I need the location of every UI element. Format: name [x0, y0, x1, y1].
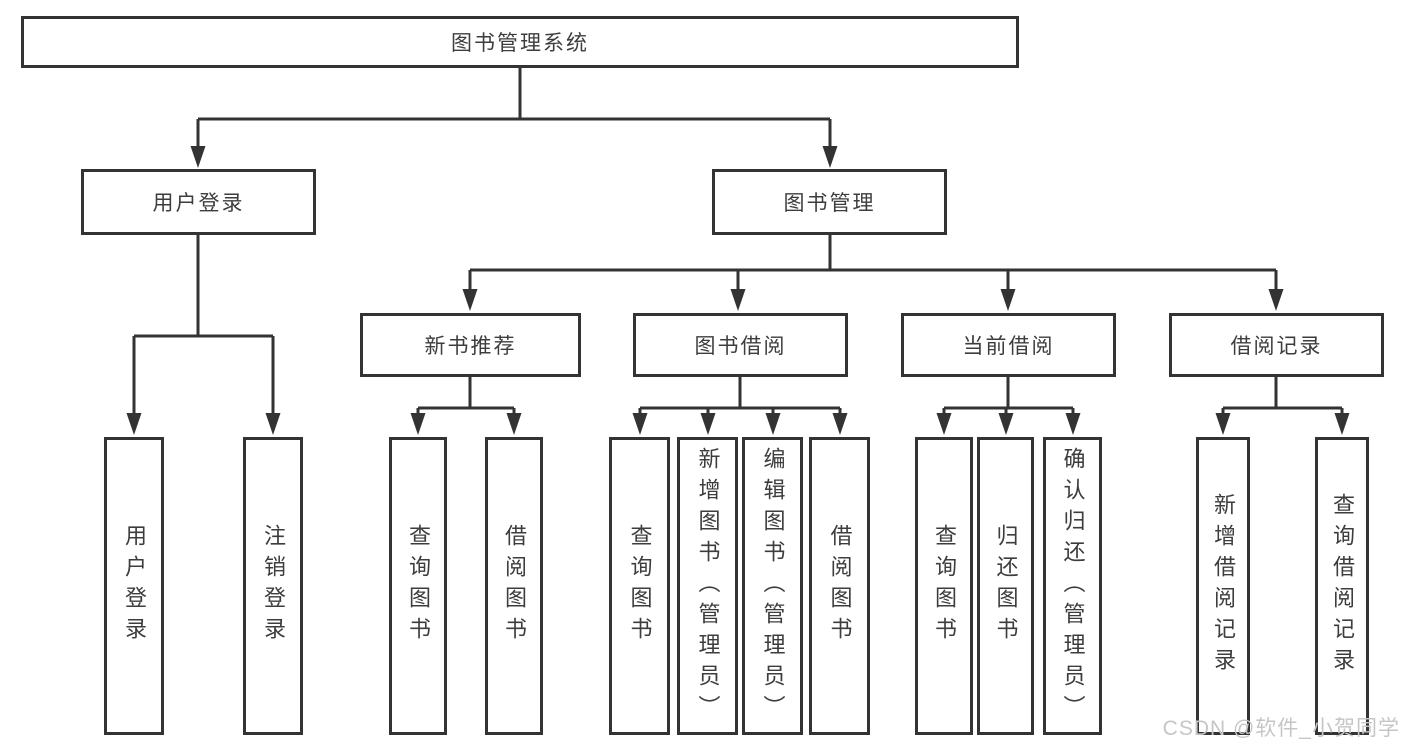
node-label: 当前借阅	[962, 335, 1055, 358]
leaf-query-books-borrow: 查询图书	[609, 437, 670, 735]
node-book-borrow: 图书借阅	[633, 313, 848, 377]
leaf-label: 确认归还（管理员）	[1060, 446, 1086, 726]
leaf-confirm-return-admin: 确认归还（管理员）	[1043, 437, 1102, 735]
leaf-borrow-books: 借阅图书	[809, 437, 870, 735]
leaf-user-login: 用户登录	[104, 437, 164, 735]
leaf-return-books: 归还图书	[977, 437, 1034, 735]
leaf-logout: 注销登录	[243, 437, 303, 735]
leaf-edit-books-admin: 编辑图书（管理员）	[742, 437, 803, 735]
leaf-label: 查询借阅记录	[1330, 493, 1355, 679]
csdn-watermark: CSDN @软件_小贺同学	[1162, 717, 1400, 740]
node-new-book-recommend: 新书推荐	[360, 313, 581, 377]
leaf-label: 借阅图书	[827, 524, 853, 648]
node-current-borrow: 当前借阅	[901, 313, 1116, 377]
leaf-label: 注销登录	[261, 524, 286, 648]
leaf-label: 新增借阅记录	[1211, 493, 1236, 679]
node-label: 用户登录	[152, 192, 245, 215]
leaf-add-books-admin: 新增图书（管理员）	[677, 437, 738, 735]
leaf-label: 用户登录	[122, 524, 147, 648]
node-label: 图书借阅	[694, 335, 787, 358]
leaf-label: 编辑图书（管理员）	[760, 446, 786, 726]
leaf-label: 查询图书	[406, 524, 431, 648]
node-book-management: 图书管理	[712, 169, 947, 235]
leaf-label: 查询图书	[932, 524, 957, 648]
leaf-query-borrow-record: 查询借阅记录	[1315, 437, 1369, 735]
node-label: 图书管理系统	[451, 32, 589, 55]
leaf-label: 新增图书（管理员）	[695, 446, 721, 726]
leaf-query-books-current: 查询图书	[915, 437, 973, 735]
leaf-label: 归还图书	[993, 524, 1019, 648]
node-library-management-system: 图书管理系统	[21, 16, 1019, 68]
leaf-borrow-books-recommend: 借阅图书	[485, 437, 543, 735]
leaf-query-books-recommend: 查询图书	[389, 437, 447, 735]
leaf-label: 借阅图书	[502, 524, 527, 648]
node-label: 图书管理	[783, 192, 876, 215]
leaf-label: 查询图书	[627, 524, 653, 648]
node-user-login: 用户登录	[81, 169, 316, 235]
node-label: 借阅记录	[1230, 335, 1323, 358]
node-label: 新书推荐	[424, 335, 517, 358]
leaf-add-borrow-record: 新增借阅记录	[1196, 437, 1250, 735]
node-borrow-records: 借阅记录	[1169, 313, 1384, 377]
